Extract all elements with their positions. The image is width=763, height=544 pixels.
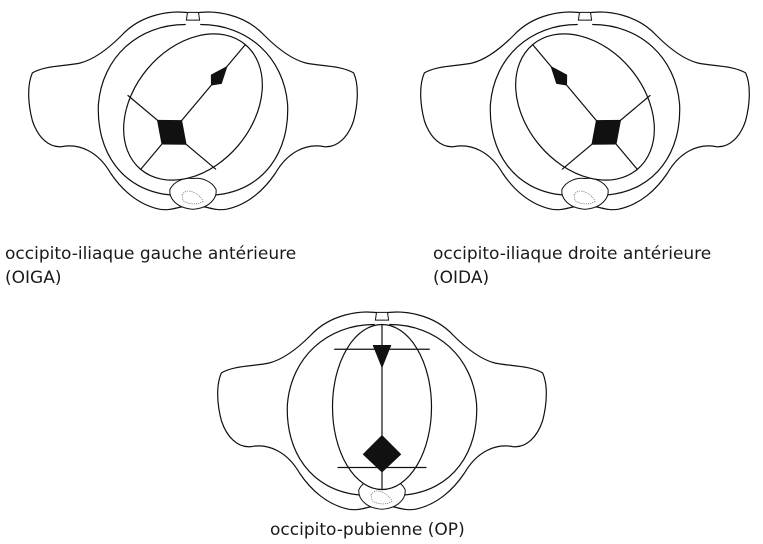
pelvis-oiga-figure	[28, 5, 358, 220]
diagram-oida	[420, 5, 750, 220]
caption-oida-abbrev: (OIDA)	[433, 266, 711, 290]
diagram-op	[217, 305, 547, 520]
caption-op: occipito-pubienne (OP)	[270, 518, 465, 542]
diagram-oiga	[28, 5, 358, 220]
caption-op-label: occipito-pubienne (OP)	[270, 518, 465, 542]
caption-oiga-label: occipito-iliaque gauche antérieure	[5, 242, 296, 266]
caption-oiga: occipito-iliaque gauche antérieure (OIGA…	[5, 242, 296, 290]
caption-oida: occipito-iliaque droite antérieure (OIDA…	[433, 242, 711, 290]
caption-oiga-abbrev: (OIGA)	[5, 266, 296, 290]
caption-oida-label: occipito-iliaque droite antérieure	[433, 242, 711, 266]
fetal-head-op	[333, 325, 432, 490]
pelvis-op-figure	[217, 305, 547, 520]
pelvis-oida-figure	[420, 5, 750, 220]
